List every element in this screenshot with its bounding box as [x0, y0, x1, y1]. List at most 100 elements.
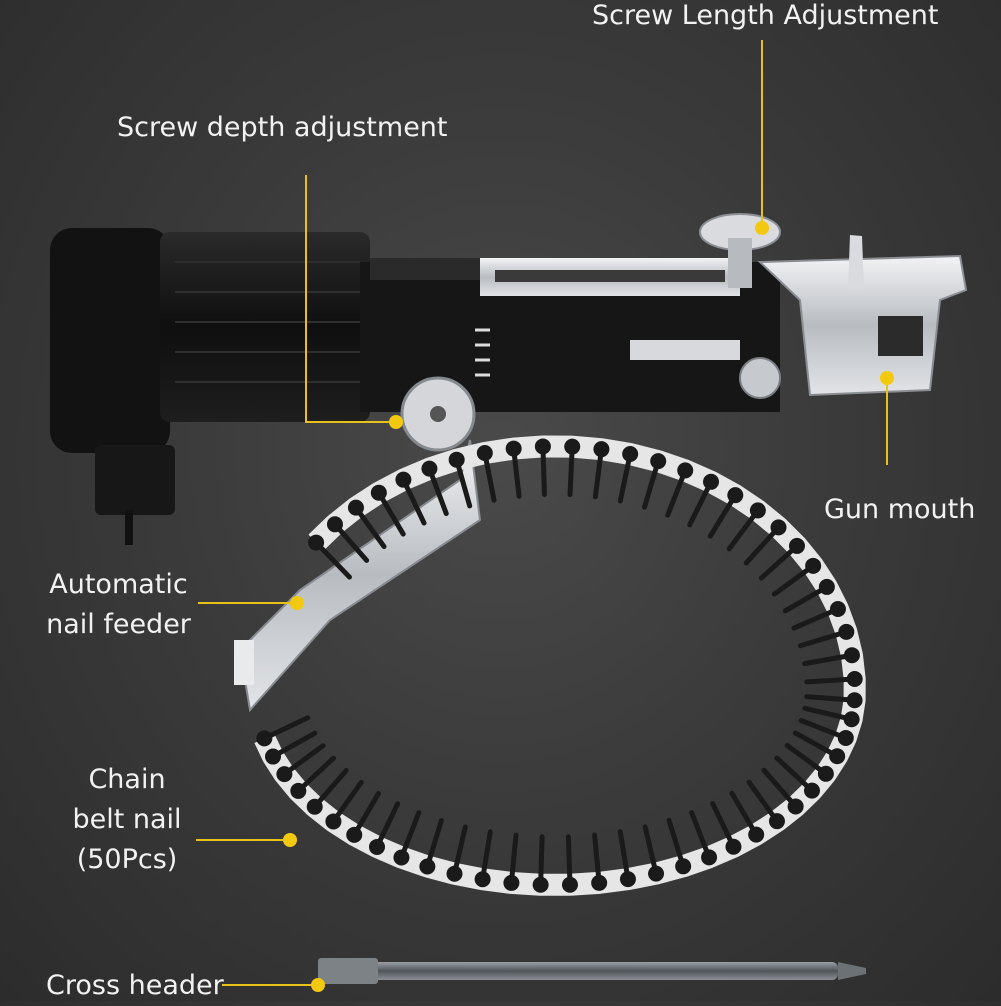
- screw-head: [505, 440, 522, 457]
- tool-body: [50, 213, 968, 713]
- screw-head: [817, 765, 834, 782]
- screw-head: [476, 445, 493, 462]
- dot-screw-length: [755, 221, 769, 235]
- screw-head: [276, 766, 293, 783]
- screw-shank: [592, 832, 602, 886]
- dot-nail-feeder: [290, 596, 304, 610]
- ribbed-grip: [160, 232, 370, 422]
- bit-shaft: [318, 962, 838, 980]
- screw-head: [308, 534, 325, 551]
- front-head: [757, 254, 968, 397]
- label-gun-mouth: Gun mouth: [824, 494, 976, 525]
- screw-head: [701, 849, 718, 866]
- screw-head: [648, 865, 665, 882]
- screw-shank: [792, 730, 840, 759]
- screw-head: [419, 858, 436, 875]
- screw-head: [843, 647, 860, 664]
- screw-head: [446, 865, 463, 882]
- label-chain-belt-line1: Chain: [88, 764, 166, 795]
- screw-head: [748, 826, 765, 843]
- screw-head: [805, 557, 822, 574]
- screw-head: [532, 876, 549, 893]
- screw-head: [846, 671, 863, 688]
- screw-head: [846, 692, 863, 709]
- screw-head: [818, 578, 835, 595]
- label-screw-depth: Screw depth adjustment: [117, 112, 448, 143]
- gun-mouth-opening: [878, 316, 923, 356]
- label-cross-header: Cross header: [46, 970, 224, 1001]
- screw-head: [395, 471, 412, 488]
- screw-head: [725, 838, 742, 855]
- screw-head: [675, 858, 692, 875]
- screw-shank: [797, 629, 849, 649]
- label-nail-feeder: Automatic nail feeder: [46, 565, 191, 645]
- screw-shank: [424, 818, 444, 869]
- screw-shank: [782, 584, 830, 614]
- screw-head: [346, 826, 363, 843]
- feeder-arm: [238, 439, 482, 713]
- screw-shank: [508, 832, 519, 886]
- screw-shank: [710, 800, 736, 850]
- feeder-tab: [234, 640, 254, 685]
- grip-ribs: [175, 261, 360, 383]
- screw-shank: [592, 446, 604, 500]
- screw-head: [677, 462, 694, 479]
- screw-head: [838, 623, 855, 640]
- screw-shank: [332, 521, 370, 563]
- screw-shank: [617, 451, 633, 504]
- scale-ticks: [475, 328, 490, 377]
- screw-shank: [330, 779, 364, 824]
- screw-shank: [565, 834, 573, 888]
- screw-head: [564, 438, 581, 455]
- screw-head: [370, 484, 387, 501]
- screw-shank: [480, 829, 493, 882]
- slide-slot: [495, 270, 725, 282]
- bit-tip: [838, 962, 866, 980]
- screw-head: [727, 487, 744, 504]
- screw-head: [650, 453, 667, 470]
- screw-shank: [791, 606, 841, 631]
- screw-head: [306, 798, 323, 815]
- screw-head: [393, 849, 410, 866]
- screw-shank: [426, 466, 449, 517]
- chain-belt: [254, 435, 866, 896]
- scale-window: [630, 340, 740, 360]
- screw-shank: [761, 767, 799, 809]
- screw-head: [829, 600, 846, 617]
- screw-head: [265, 748, 282, 765]
- depth-wheel-hub: [430, 406, 446, 422]
- screw-head: [829, 748, 846, 765]
- screw-head: [347, 499, 364, 516]
- screw-head: [325, 813, 342, 830]
- bolt: [739, 357, 781, 399]
- screw-shank: [743, 524, 781, 566]
- screw-shank: [798, 718, 849, 741]
- screw-head: [534, 438, 551, 455]
- screw-shank: [774, 755, 815, 794]
- screw-shank: [726, 507, 761, 552]
- leader-screw-depth: [305, 175, 396, 423]
- dot-chain-belt: [283, 833, 297, 847]
- screw-shank: [374, 801, 401, 850]
- leader-lines: [196, 40, 888, 986]
- screw-head: [622, 446, 639, 463]
- screw-head: [787, 798, 804, 815]
- screw-shank: [398, 810, 422, 861]
- screw-head: [290, 782, 307, 799]
- label-chain-belt: Chain belt nail (50Pcs): [62, 760, 192, 880]
- screw-head: [561, 876, 578, 893]
- cross-header-bit: [318, 958, 866, 984]
- handle-stub: [95, 445, 175, 515]
- screw-shank: [567, 444, 575, 498]
- screw-head: [619, 871, 636, 888]
- screw-head: [593, 441, 610, 458]
- screw-head: [749, 502, 766, 519]
- front-fin: [848, 235, 864, 290]
- screw-shank: [351, 790, 381, 838]
- screw-head: [703, 473, 720, 490]
- screw-head: [768, 813, 785, 830]
- screw-head: [843, 711, 860, 728]
- label-screw-length: Screw Length Adjustment: [592, 0, 939, 31]
- screw-head: [770, 519, 787, 536]
